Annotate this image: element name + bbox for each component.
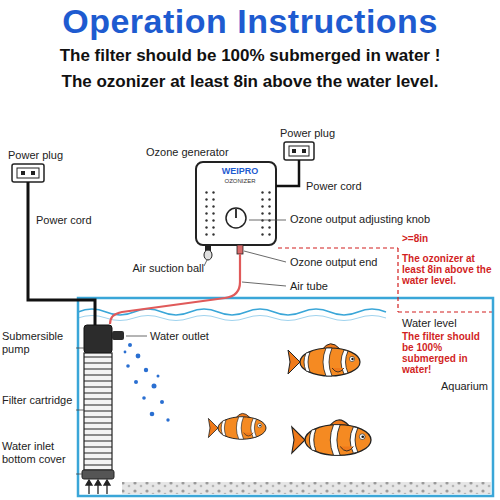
part-label: Water inlet bottom cover: [2, 440, 74, 466]
instruction-line: The ozonizer at least 8in above the wate…: [0, 72, 500, 92]
diagram-title: Operation Instructions: [0, 2, 500, 41]
part-label: Air suction ball: [104, 262, 204, 275]
part-label: Aquarium: [402, 380, 488, 393]
part-label: Water outlet: [150, 330, 240, 343]
part-label: Ozone output adjusting knob: [290, 213, 450, 226]
part-label: Ozone output end: [290, 256, 410, 269]
brand-name: WEIPRO: [196, 166, 284, 177]
dimension-label: >=8in: [402, 233, 462, 244]
part-label: Ozone generator: [146, 146, 246, 159]
instruction-line: The filter should be 100% submerged in w…: [0, 46, 500, 66]
part-label: Power plug: [280, 127, 360, 140]
warning-note: The filter should be 100% submerged in w…: [402, 331, 488, 375]
model-name: OZONIZER: [196, 177, 284, 185]
ozone-generator-body: WEIPROOZONIZER: [196, 162, 284, 185]
part-label: Filter cartridge: [2, 394, 74, 407]
warning-note: The ozonizer at least 8in above the wate…: [402, 253, 494, 286]
part-label: Water level: [402, 317, 488, 330]
part-label: Power cord: [36, 214, 116, 227]
part-label: Power plug: [8, 149, 88, 162]
part-label: Power cord: [306, 180, 386, 193]
part-label: Air tube: [290, 280, 370, 293]
part-label: Submersible pump: [2, 330, 74, 356]
